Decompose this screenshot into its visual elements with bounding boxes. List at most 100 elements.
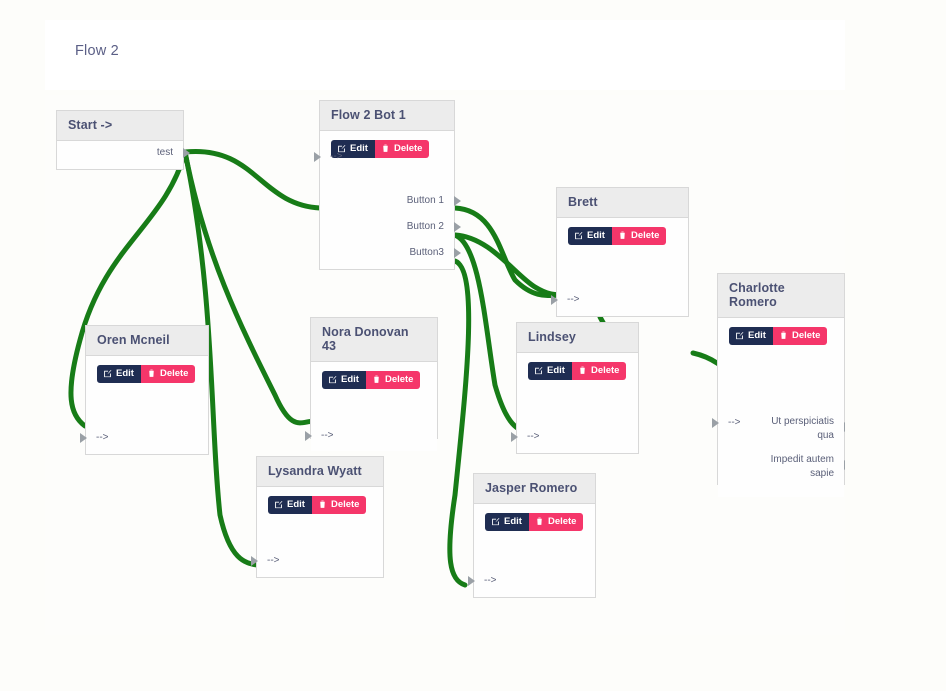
port-arrow-icon (454, 195, 461, 206)
edit-button-label: Edit (350, 143, 368, 154)
port-start-test[interactable]: test (57, 143, 190, 162)
edit-button[interactable]: Edit (568, 227, 612, 245)
port-arrow-icon (551, 294, 558, 305)
port-flow2bot1-in-label: --> (330, 151, 343, 162)
trash-icon (374, 375, 379, 384)
port-arrow-icon (454, 247, 461, 258)
port-charlotte-out-2[interactable]: Impedit autem sapie (754, 451, 845, 483)
pencil-square-icon (492, 518, 500, 526)
delete-button[interactable]: Delete (365, 371, 421, 389)
port-nora-donovan-in[interactable]: --> (305, 426, 437, 445)
delete-button[interactable]: Delete (571, 362, 627, 380)
port-charlotte-out-1[interactable]: Ut perspiciatis qua (754, 413, 845, 445)
edit-button-label: Edit (504, 516, 522, 527)
port-oren-mcneil-in-label: --> (96, 432, 109, 443)
node-lysandra-wyatt[interactable]: Lysandra Wyatt Edit Delete --> (251, 456, 384, 578)
node-lindsey-title: Lindsey (517, 323, 638, 353)
pencil-square-icon (338, 145, 346, 153)
action-buttons: Edit Delete (474, 504, 595, 531)
link-flow2bot1-button3-to-jasper (447, 258, 472, 588)
edit-button[interactable]: Edit (729, 327, 773, 345)
node-oren-mcneil-ports: --> (80, 428, 208, 453)
pencil-square-icon (104, 370, 112, 378)
node-nora-donovan-title: Nora Donovan 43 (311, 318, 437, 362)
action-buttons: Edit Delete (311, 362, 437, 389)
port-lysandra-wyatt-in-label: --> (267, 555, 280, 566)
link-start-to-flow2bot1 (182, 148, 323, 211)
edit-button[interactable]: Edit (97, 365, 141, 383)
port-arrow-icon (305, 430, 312, 441)
node-flow2bot1-ports: --> Button 1 Button 2 Button3 (314, 151, 461, 268)
node-nora-donovan[interactable]: Nora Donovan 43 Edit Delete --> (305, 317, 438, 451)
port-arrow-icon (454, 221, 461, 232)
port-flow2bot1-button1[interactable]: Button 1 (320, 191, 461, 210)
port-jasper-romero-in[interactable]: --> (468, 571, 595, 590)
edit-button[interactable]: Edit (485, 513, 529, 531)
port-brett-in[interactable]: --> (551, 290, 688, 309)
node-brett-title: Brett (557, 188, 688, 218)
node-start[interactable]: Start -> test (56, 110, 190, 170)
node-flow2bot1[interactable]: Flow 2 Bot 1 Edit Delete (314, 100, 461, 270)
port-arrow-icon (314, 151, 321, 162)
port-charlotte-romero-in[interactable]: --> (712, 413, 788, 432)
port-flow2bot1-button3[interactable]: Button3 (320, 243, 461, 262)
port-arrow-icon (844, 422, 845, 432)
pencil-square-icon (275, 501, 283, 509)
node-charlotte-romero[interactable]: Charlotte Romero Edit Delete --> (712, 273, 845, 497)
delete-button-label: Delete (791, 330, 821, 341)
port-button2-label: Button 2 (406, 221, 444, 232)
delete-button[interactable]: Delete (140, 365, 196, 383)
delete-button-label: Delete (547, 516, 577, 527)
port-arrow-icon (844, 460, 845, 470)
delete-button-label: Delete (630, 230, 660, 241)
edit-button[interactable]: Edit (331, 140, 375, 158)
node-brett[interactable]: Brett Edit Delete --> (551, 187, 689, 317)
delete-button-label: Delete (159, 368, 189, 379)
port-start-test-label: test (156, 147, 173, 158)
port-lysandra-wyatt-in[interactable]: --> (251, 551, 383, 570)
port-lindsey-in[interactable]: --> (511, 427, 638, 446)
action-buttons: Edit Delete (718, 318, 844, 345)
edit-button[interactable]: Edit (528, 362, 572, 380)
delete-button-label: Delete (330, 499, 360, 510)
node-start-ports: test (57, 143, 190, 168)
node-flow2bot1-body: Edit Delete --> Button 1 (314, 131, 461, 268)
delete-button[interactable]: Delete (374, 140, 430, 158)
port-lindsey-in-label: --> (527, 431, 540, 442)
port-arrow-icon (468, 575, 475, 586)
node-lindsey[interactable]: Lindsey Edit Delete --> (511, 322, 639, 454)
delete-button[interactable]: Delete (611, 227, 667, 245)
port-arrow-icon (183, 147, 190, 158)
node-brett-ports: --> (551, 290, 688, 315)
action-buttons: Edit Delete (257, 487, 383, 514)
node-charlotte-romero-title: Charlotte Romero (718, 274, 844, 318)
node-jasper-romero-body: Edit Delete --> (468, 504, 595, 596)
delete-button[interactable]: Delete (528, 513, 584, 531)
port-jasper-romero-in-label: --> (484, 575, 497, 586)
pencil-square-icon (535, 367, 543, 375)
flow-canvas[interactable]: Start -> test Flow 2 Bot 1 Edit (45, 95, 845, 635)
node-nora-donovan-body: Edit Delete --> (305, 362, 437, 451)
edit-button[interactable]: Edit (322, 371, 366, 389)
node-oren-mcneil-body: Edit Delete --> (80, 356, 208, 453)
action-buttons: Edit Delete (557, 218, 688, 245)
port-button1-label: Button 1 (406, 195, 444, 206)
node-oren-mcneil[interactable]: Oren Mcneil Edit Delete --> (80, 325, 209, 455)
trash-icon (620, 231, 625, 240)
edit-button-label: Edit (116, 368, 134, 379)
trash-icon (149, 369, 154, 378)
node-jasper-romero-title: Jasper Romero (474, 474, 595, 504)
port-oren-mcneil-in[interactable]: --> (80, 428, 208, 447)
port-flow2bot1-in[interactable]: --> (314, 147, 400, 166)
trash-icon (781, 331, 786, 340)
delete-button[interactable]: Delete (311, 496, 367, 514)
pencil-square-icon (575, 232, 583, 240)
delete-button[interactable]: Delete (772, 327, 828, 345)
trash-icon (320, 500, 325, 509)
node-jasper-romero[interactable]: Jasper Romero Edit Delete --> (468, 473, 596, 598)
port-flow2bot1-button2[interactable]: Button 2 (320, 217, 461, 236)
edit-button[interactable]: Edit (268, 496, 312, 514)
delete-button-label: Delete (393, 143, 423, 154)
node-lysandra-wyatt-body: Edit Delete --> (251, 487, 383, 576)
